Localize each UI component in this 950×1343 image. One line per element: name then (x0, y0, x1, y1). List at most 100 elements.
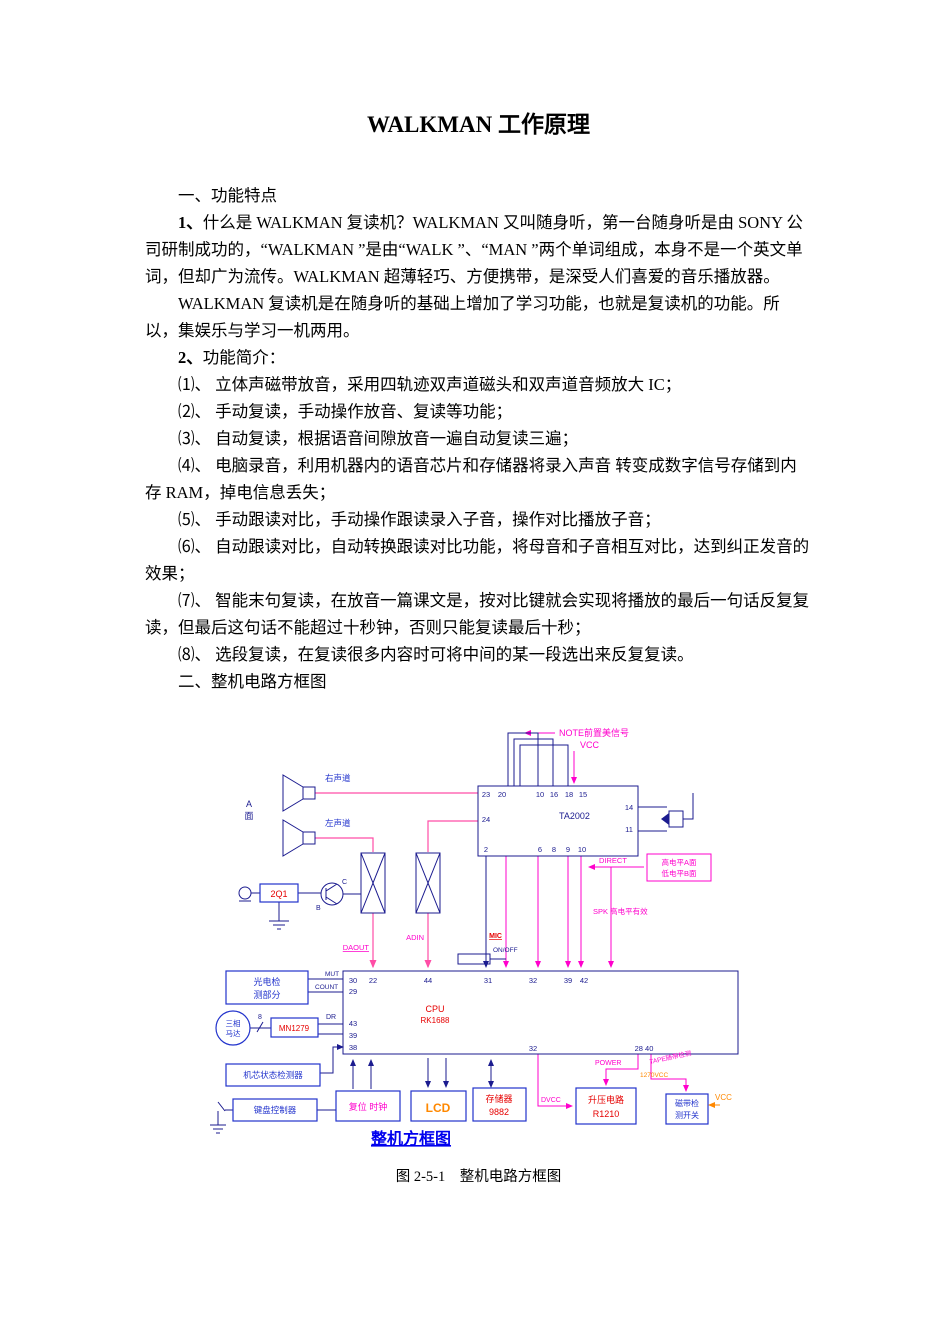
dr-label: DR (326, 1014, 336, 1021)
transistor-icon (320, 882, 344, 906)
wiring-magenta (503, 730, 689, 1109)
reset-clock-box (335, 1090, 401, 1122)
pin-label: 42 (580, 976, 588, 985)
photo-detect-label: 光电检 (253, 976, 280, 987)
mut-label: MUT (325, 971, 339, 978)
list-item: ⑷、 电脑录音，利用机器内的语音芯片和存储器将录入声音 转变成数字信号存储到内存… (145, 456, 797, 502)
tape-head-icon (360, 852, 386, 914)
circuit-diagram: NOTE前置美信号 VCC 右声道 左声道 A 面 TA2002 23 20 1… (210, 727, 739, 1148)
direct-label: DIRECT (599, 856, 627, 865)
tape-switch-label: 测开关 (675, 1110, 699, 1120)
list-item: ⑻、 选段复读，在复读很多内容时可将中间的某一段选出来反复复读。 (178, 645, 694, 664)
bus-width-label: 8 (258, 1014, 262, 1021)
paragraph-1-text: 什么是 WALKMAN 复读机？WALKMAN 又叫随身听，第一台随身听是由 S… (145, 213, 804, 286)
tape-switch-box (665, 1093, 709, 1125)
left-channel-label: 左声道 (325, 818, 351, 828)
pin-label: 30 (349, 976, 357, 985)
pin-label: 23 (482, 790, 490, 799)
power-label: POWER (595, 1060, 621, 1067)
pin-label: 44 (424, 976, 432, 985)
vcc-right-label: VCC (715, 1093, 732, 1102)
motor-label: 三相 (226, 1018, 241, 1028)
pin-label: 43 (349, 1019, 357, 1028)
pin-label: 2 (484, 845, 488, 854)
onoff-label: ON/OFF (493, 947, 518, 954)
memory-label: 存储器 (485, 1093, 512, 1104)
adin-label: ADIN (406, 933, 424, 942)
pin-label: 6 (538, 845, 542, 854)
pin-label: 28 40 (635, 1044, 654, 1053)
section2-heading: 二、整机电路方框图 (178, 672, 327, 691)
side-a-label: A (246, 799, 252, 809)
cpu-label: RK1688 (421, 1016, 450, 1025)
paragraph-3-number: 2、 (178, 348, 203, 367)
pin-label: 38 (349, 1043, 357, 1052)
mn1279-box (270, 1017, 319, 1038)
mech-detect-box (225, 1063, 321, 1087)
memory-box (472, 1087, 527, 1122)
cpu-box (342, 970, 739, 1055)
pin-label: 8 (552, 845, 556, 854)
motor-circle (215, 1010, 251, 1046)
ta2002-chip (477, 785, 639, 857)
level-note-box (646, 853, 712, 882)
keyboard-label: 键盘控制器 (254, 1105, 297, 1115)
pin-label: 15 (579, 790, 587, 799)
reset-clock-label: 复位 时钟 (349, 1101, 388, 1112)
mn1279-label: MN1279 (279, 1024, 310, 1033)
wiring-navy (210, 732, 694, 1134)
circuit-diagram-container: NOTE前置美信号 VCC 右声道 左声道 A 面 TA2002 23 20 1… (203, 721, 812, 1164)
pin-label: 22 (369, 976, 377, 985)
pin-label: 11 (625, 825, 633, 834)
tape-detect-label: TAPE随带检测 (649, 1048, 693, 1066)
paragraph-1-number: 1、 (178, 213, 203, 232)
speaker-icon (282, 819, 316, 857)
list-item: ⑹、 自动跟读对比，自动转换跟读对比功能，将母音和子音相互对比，达到纠正发音的效… (145, 537, 810, 583)
list-item: ⑶、 自动复读，根据语音间隙放音一遍自动复读三遍； (178, 429, 579, 448)
mic-label: MIC (489, 933, 502, 940)
pin-label: 24 (482, 815, 490, 824)
transistor-c-label: C (342, 879, 347, 886)
note-label: NOTE前置美信号 (559, 727, 629, 738)
onoff-switch-box (457, 953, 491, 965)
pin-label: 9 (566, 845, 570, 854)
side-a-label: 面 (244, 811, 253, 821)
level-b-label: 低电平B面 (661, 868, 697, 878)
level-a-label: 高电平A面 (661, 857, 697, 867)
pin-label: 32 (529, 1044, 537, 1053)
transistor-b-label: B (316, 905, 321, 912)
memory-label: 9882 (489, 1107, 509, 1117)
chip-name-label: TA2002 (559, 811, 590, 821)
section1-heading: 一、功能特点 (178, 186, 277, 205)
boost-box (575, 1087, 637, 1125)
q1-label: 2Q1 (270, 889, 287, 899)
lcd-label: LCD (426, 1101, 451, 1115)
boost-label: 升压电路 (588, 1094, 624, 1105)
pin-label: 10 (578, 845, 586, 854)
right-channel-label: 右声道 (325, 773, 351, 783)
pin-label: 39 (564, 976, 572, 985)
photo-detect-label: 测部分 (253, 989, 280, 1000)
tape-switch-label: 磁带检 (675, 1098, 699, 1108)
figure-caption: 图 2-5-1 整机电路方框图 (395, 1169, 562, 1185)
pin-label: 10 (536, 790, 544, 799)
pin-label: 39 (349, 1031, 357, 1040)
vcc-top-label: VCC (580, 740, 600, 750)
list-item: ⑺、 智能末句复读，在放音一篇课文是，按对比键就会实现将播放的最后一句话反复复读… (145, 591, 810, 637)
cpu-label: CPU (425, 1004, 444, 1014)
pin-label: 18 (565, 790, 573, 799)
boost-label: R1210 (593, 1109, 620, 1119)
pin-label: 20 (498, 790, 506, 799)
motor-label: 马达 (226, 1028, 241, 1038)
list-item: ⑵、 手动复读，手动操作放音、复读等功能； (178, 402, 513, 421)
list-item: ⑸、 手动跟读对比，手动操作跟读录入子音，操作对比播放子音； (178, 510, 661, 529)
mech-detect-label: 机芯状态检测器 (243, 1070, 303, 1080)
paragraph-3: 2、功能简介： (145, 344, 812, 371)
paragraph-3-text: 功能简介： (202, 348, 286, 367)
count-label: COUNT (315, 984, 338, 991)
headphone-jack-icon (661, 810, 684, 828)
q1-box (259, 883, 299, 903)
pin-label: 32 (529, 976, 537, 985)
lcd-box (410, 1090, 467, 1122)
